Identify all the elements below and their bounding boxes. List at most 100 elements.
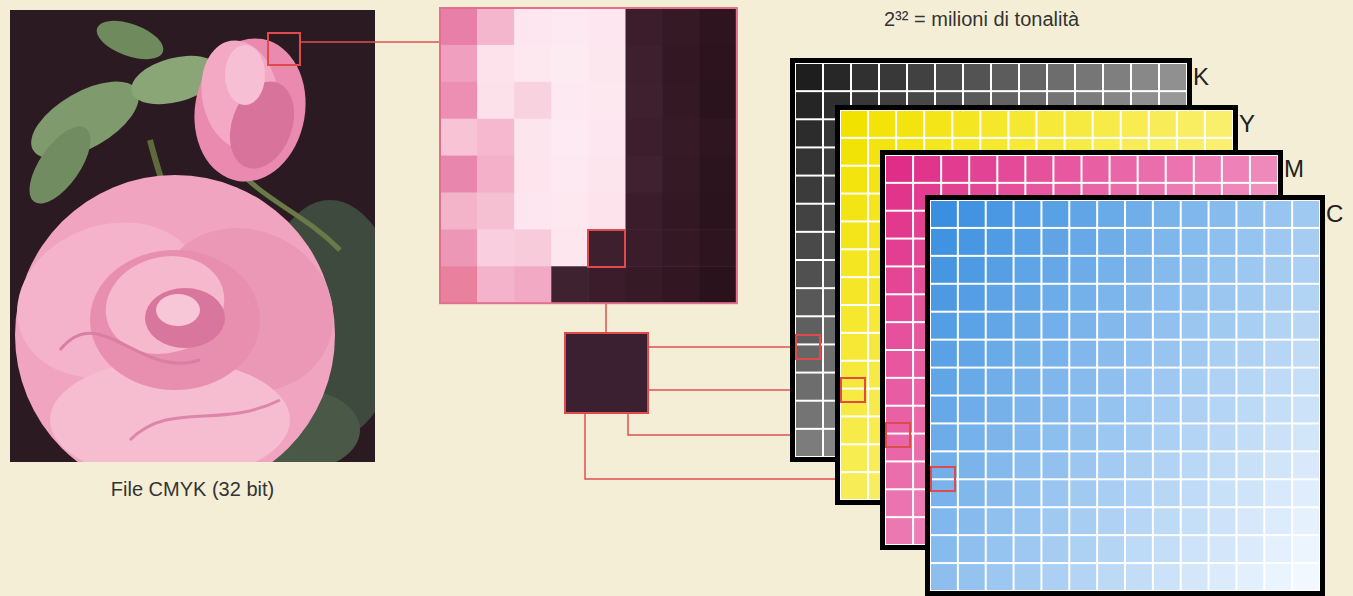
channel-cell (1015, 201, 1041, 227)
channel-cell (1126, 313, 1152, 339)
channel-cell (1126, 201, 1152, 227)
channel-cell (1154, 313, 1180, 339)
channel-cell (1167, 156, 1193, 182)
pixel-cell (663, 45, 701, 82)
channel-cell (1210, 229, 1236, 255)
channel-cell (1094, 111, 1120, 137)
channel-cell (987, 229, 1013, 255)
channel-cell (959, 564, 985, 590)
channel-cell (1210, 285, 1236, 311)
pixel-cell (477, 193, 515, 230)
channel-cell (1098, 369, 1124, 395)
channel-cell (987, 341, 1013, 367)
channel-cell (987, 313, 1013, 339)
channel-cell (914, 156, 940, 182)
channel-cell (959, 480, 985, 506)
channel-cell (1015, 536, 1041, 562)
channel-cell (796, 430, 822, 456)
pixel-cell (626, 229, 664, 266)
channel-cell (1182, 564, 1208, 590)
channel-cell (959, 424, 985, 450)
pixel-highlight (796, 335, 820, 359)
channel-cell (1042, 480, 1068, 506)
channel-cell (1098, 480, 1124, 506)
channel-cell (1195, 156, 1221, 182)
channel-cell (1237, 341, 1263, 367)
channel-cell (1237, 201, 1263, 227)
channel-cell (1042, 452, 1068, 478)
channel-cell (796, 289, 822, 315)
channel-cell (1015, 397, 1041, 423)
channel-cell (931, 229, 957, 255)
channel-cell (1015, 257, 1041, 283)
channel-cell (1042, 536, 1068, 562)
channel-cell (1293, 369, 1319, 395)
pixel-cell (551, 45, 589, 82)
channel-cell (1104, 64, 1130, 90)
pixel-cell (700, 156, 738, 193)
pixel-cell (477, 45, 515, 82)
channel-cell (1154, 285, 1180, 311)
channel-cell (886, 379, 912, 405)
channel-cell (886, 240, 912, 266)
channel-cell (959, 536, 985, 562)
channel-cell (1154, 536, 1180, 562)
channel-cell (959, 257, 985, 283)
channel-cell (1126, 369, 1152, 395)
channel-cell (1210, 424, 1236, 450)
channel-cell (931, 285, 957, 311)
channel-cell (1210, 536, 1236, 562)
channel-cell (1265, 313, 1291, 339)
pixel-cell (440, 193, 478, 230)
channel-cell (1042, 229, 1068, 255)
pixel-cell (477, 229, 515, 266)
pixel-cell (514, 45, 552, 82)
channel-cell (1210, 341, 1236, 367)
pixel-cell (514, 8, 552, 45)
channel-cell (1042, 424, 1068, 450)
channel-cell (1154, 397, 1180, 423)
channel-cell (1265, 369, 1291, 395)
channel-cell (1265, 564, 1291, 590)
channel-cell (1251, 156, 1277, 182)
channel-cell (1182, 257, 1208, 283)
pixel-cell (588, 156, 626, 193)
channel-cell (1098, 285, 1124, 311)
channel-cell (1182, 229, 1208, 255)
channel-cell (931, 480, 957, 506)
channel-cell (1154, 452, 1180, 478)
channel-cell (841, 278, 867, 304)
channel-letter: M (1284, 157, 1304, 181)
channel-cell (1098, 508, 1124, 534)
channel-cell (959, 452, 985, 478)
channel-cell (1237, 424, 1263, 450)
pixel-cell (440, 8, 478, 45)
channel-cell (981, 111, 1007, 137)
pixel-cell (588, 266, 626, 303)
zoomed-pixel-grid (440, 8, 737, 304)
channel-cell (1293, 452, 1319, 478)
channel-cell (959, 508, 985, 534)
pixel-highlight (931, 467, 955, 491)
channel-cell (1098, 452, 1124, 478)
channel-cell (1126, 341, 1152, 367)
channel-cell (1154, 564, 1180, 590)
channel-cell (1265, 201, 1291, 227)
channel-grid (930, 200, 1320, 591)
channel-cell (987, 397, 1013, 423)
channel-cell (1111, 156, 1137, 182)
channel-cell (931, 313, 957, 339)
single-pixel (565, 333, 648, 413)
pixel-cell (551, 193, 589, 230)
pixel-highlight (588, 230, 625, 267)
channel-cell (987, 480, 1013, 506)
channel-cell (1015, 508, 1041, 534)
channel-cell (886, 212, 912, 238)
channel-cell (959, 341, 985, 367)
channel-cell (959, 229, 985, 255)
channel-cell (1038, 111, 1064, 137)
channel-cell (1098, 424, 1124, 450)
channel-cell (1098, 201, 1124, 227)
pixel-cell (626, 193, 664, 230)
channel-cell (931, 452, 957, 478)
